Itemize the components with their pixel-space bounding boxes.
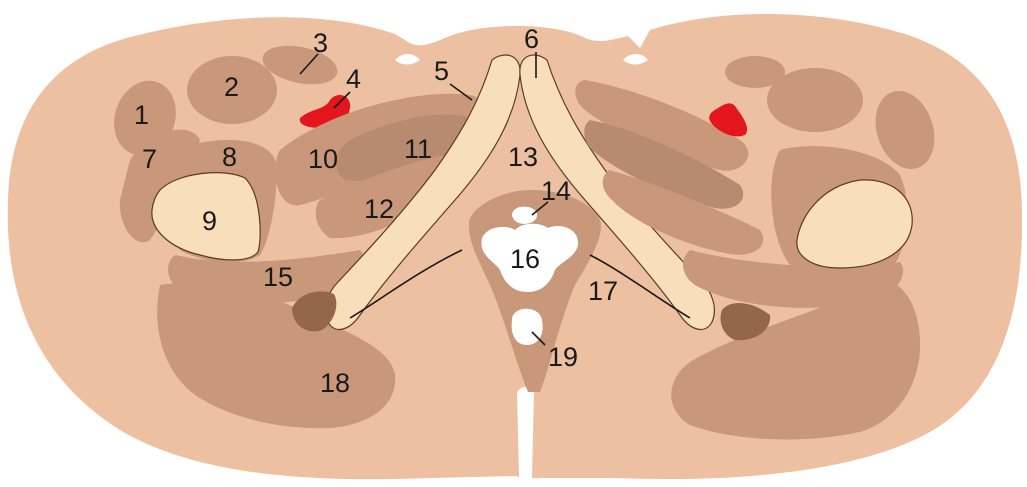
label-6: 6 <box>524 24 539 54</box>
label-18: 18 <box>320 368 350 398</box>
label-14: 14 <box>541 176 571 206</box>
label-10: 10 <box>308 144 338 174</box>
label-12: 12 <box>364 194 394 224</box>
label-16: 16 <box>510 244 540 274</box>
label-3: 3 <box>313 28 328 58</box>
label-8: 8 <box>222 142 237 172</box>
label-15: 15 <box>263 262 293 292</box>
label-17: 17 <box>588 276 618 306</box>
label-13: 13 <box>508 142 538 172</box>
label-2: 2 <box>224 72 239 102</box>
muscle-right-e <box>725 56 785 88</box>
rectum-19 <box>512 309 543 345</box>
label-11: 11 <box>404 134 432 164</box>
label-4: 4 <box>346 64 361 94</box>
label-19: 19 <box>548 342 578 372</box>
gluteal-cleft <box>517 387 534 478</box>
label-1: 1 <box>134 100 149 130</box>
label-9: 9 <box>202 206 217 236</box>
label-5: 5 <box>434 56 449 86</box>
label-7: 7 <box>142 144 157 174</box>
